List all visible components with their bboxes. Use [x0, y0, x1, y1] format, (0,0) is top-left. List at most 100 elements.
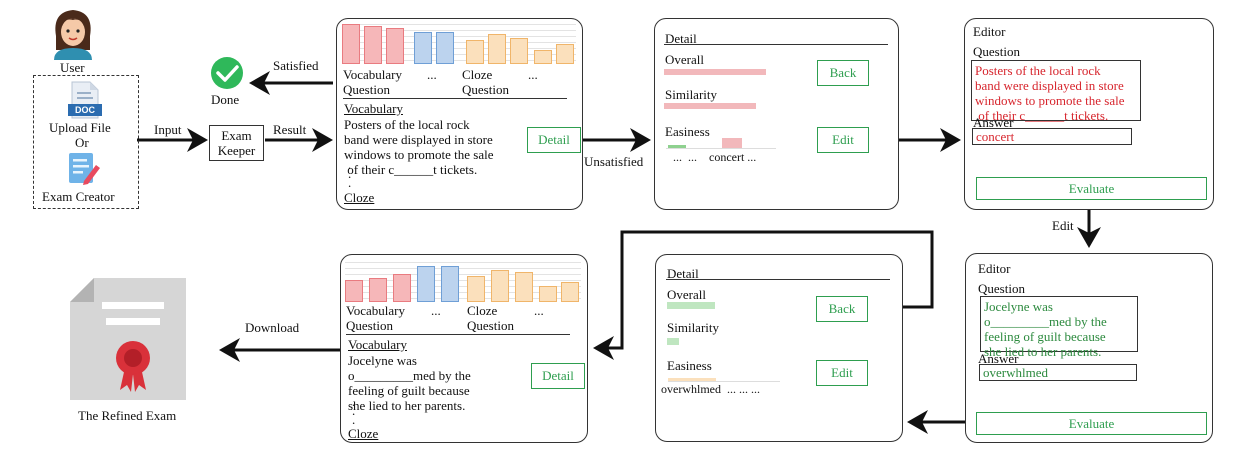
score-chart-bottom	[345, 262, 581, 302]
chart-bar	[491, 270, 509, 302]
easiness-tokens: ... ... concert ...	[673, 150, 757, 164]
exam-keeper-label: Exam Keeper	[217, 128, 256, 158]
tab-ellipsis: ...	[528, 67, 538, 82]
section-title-vocabulary: Vocabulary	[344, 101, 403, 116]
refined-exam-document-icon[interactable]	[70, 278, 186, 400]
easiness-tokens: overwhlmed ... ... ...	[661, 382, 760, 396]
easiness-bar	[722, 138, 742, 148]
section-title-cloze[interactable]: Cloze	[348, 426, 379, 441]
detail-button[interactable]: Detail	[531, 363, 585, 389]
more-dots: . . .	[352, 394, 356, 427]
easiness-bar	[668, 145, 686, 148]
chart-bar	[556, 44, 574, 64]
download-label: Download	[245, 320, 300, 335]
chart-bar	[345, 280, 363, 302]
or-label: Or	[75, 135, 89, 150]
exam-creator-icon[interactable]	[66, 151, 102, 187]
back-button[interactable]: Back	[816, 296, 868, 322]
more-dots: . . .	[348, 157, 352, 190]
exam-creator-label: Exam Creator	[42, 189, 115, 204]
answer-label: Answer	[978, 351, 1019, 366]
tab-ellipsis: ...	[431, 303, 441, 318]
unsatisfied-label: Unsatisfied	[584, 154, 644, 169]
satisfied-label: Satisfied	[273, 58, 319, 73]
chart-bar	[414, 32, 432, 64]
divider	[664, 44, 888, 45]
editor-title: Editor	[978, 261, 1011, 276]
arrow-back	[593, 230, 934, 360]
detail-title: Detail	[665, 31, 697, 46]
chart-bar	[386, 28, 404, 64]
overall-score-bar	[664, 69, 766, 75]
user-avatar-icon	[48, 6, 98, 60]
easiness-chart	[668, 372, 780, 382]
edit-button[interactable]: Edit	[817, 127, 869, 153]
question-label: Question	[973, 44, 1020, 59]
tab-ellipsis: ...	[534, 303, 544, 318]
divider	[343, 98, 567, 99]
result-label: Result	[273, 122, 307, 137]
overall-label: Overall	[665, 52, 704, 67]
upload-file-label: Upload File	[49, 120, 111, 135]
exam-keeper-box[interactable]: Exam Keeper	[209, 125, 264, 161]
chart-bar	[510, 38, 528, 64]
answer-input[interactable]: overwhlmed	[979, 364, 1137, 381]
tab-ellipsis: ...	[427, 67, 437, 82]
section-title-cloze[interactable]: Cloze	[344, 190, 375, 205]
question-text: Posters of the local rock band were disp…	[344, 117, 494, 177]
divider	[346, 334, 570, 335]
chart-bar	[441, 266, 459, 302]
overall-score-bar	[667, 302, 715, 309]
easiness-label: Easiness	[667, 358, 712, 373]
doc-file-icon[interactable]: DOC	[68, 80, 102, 120]
question-input[interactable]: Jocelyne was o_________med by the feelin…	[980, 296, 1138, 359]
evaluate-button[interactable]: Evaluate	[976, 412, 1207, 435]
easiness-bar	[668, 378, 716, 381]
score-chart-top	[342, 24, 576, 64]
tab-vocabulary-question[interactable]: Vocabulary Question	[346, 303, 405, 333]
divider	[666, 279, 890, 280]
input-options-box	[33, 75, 139, 209]
done-label: Done	[211, 92, 240, 107]
detail-panel-bottom	[655, 254, 903, 442]
answer-input[interactable]: concert	[972, 128, 1132, 145]
chart-bar	[467, 276, 485, 302]
answer-label: Answer	[973, 115, 1014, 130]
chart-bar	[466, 40, 484, 64]
detail-button[interactable]: Detail	[527, 127, 581, 153]
question-label: Question	[978, 281, 1025, 296]
detail-title: Detail	[667, 266, 699, 281]
detail-panel-top	[654, 18, 899, 210]
evaluate-button[interactable]: Evaluate	[976, 177, 1207, 200]
overall-label: Overall	[667, 287, 706, 302]
tab-cloze-question[interactable]: Cloze Question	[462, 67, 509, 97]
done-check-icon	[204, 56, 250, 90]
tab-cloze-question[interactable]: Cloze Question	[467, 303, 514, 333]
section-title-vocabulary: Vocabulary	[348, 337, 407, 352]
back-button[interactable]: Back	[817, 60, 869, 86]
refined-exam-label: The Refined Exam	[78, 408, 177, 423]
chart-bar	[488, 34, 506, 64]
easiness-label: Easiness	[665, 124, 710, 139]
editor-panel-bottom	[965, 253, 1213, 443]
doc-badge: DOC	[75, 105, 95, 115]
input-label: Input	[154, 122, 182, 137]
chart-bar	[534, 50, 552, 64]
chart-bar	[436, 32, 454, 64]
editor-title: Editor	[973, 24, 1006, 39]
edit-button[interactable]: Edit	[816, 360, 868, 386]
easiness-chart	[666, 138, 776, 149]
tab-vocabulary-question[interactable]: Vocabulary Question	[343, 67, 402, 97]
user-label: User	[60, 60, 85, 75]
question-text: Jocelyne was o_________med by the feelin…	[348, 353, 471, 413]
chart-bar	[364, 26, 382, 64]
similarity-score-bar	[664, 103, 756, 109]
chart-bar	[369, 278, 387, 302]
chart-bar	[393, 274, 411, 302]
similarity-score-bar	[667, 338, 679, 345]
chart-bar	[342, 24, 360, 64]
edit-flow-label: Edit	[1052, 218, 1074, 233]
question-input[interactable]: Posters of the local rock band were disp…	[971, 60, 1141, 123]
chart-bar	[417, 266, 435, 302]
